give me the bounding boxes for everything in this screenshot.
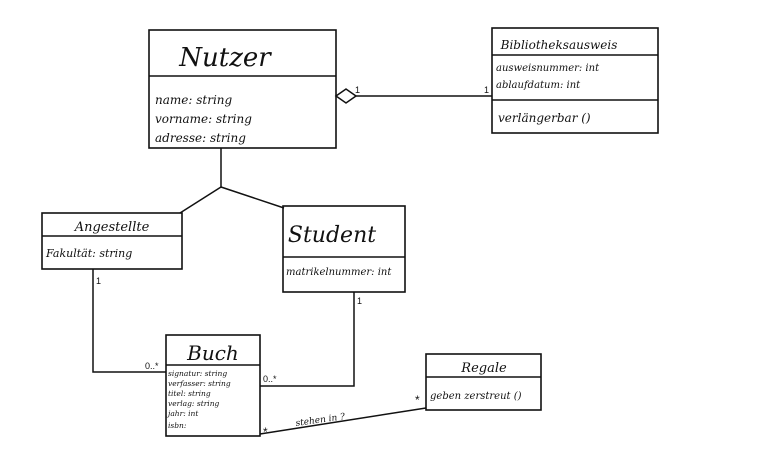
ausweis-attr-2: ablaufdatum: int [496,80,581,91]
ausweis-title: Bibliotheksausweis [500,38,618,52]
nutzer-attr-1: name: string [155,93,233,107]
nutzer-title: Nutzer [178,43,272,73]
regale-title: Regale [460,361,507,376]
student-buch-mult-student: 1 [357,296,362,306]
nutzer-attr-3: adresse: string [155,131,246,145]
angestellte-buch-mult-buch: 0..* [145,361,159,371]
student-buch-mult-buch: 0..* [263,374,277,384]
aggregation-mult-nutzer: 1 [355,85,360,95]
student-box [282,205,406,293]
buch-regale-mult-regale: * [415,393,420,407]
angestellte-box [41,212,183,270]
aggregation-diamond [334,88,358,104]
student-buch-line [260,292,355,387]
class-nutzer: Nutzer name: string vorname: string adre… [148,29,337,149]
student-title: Student [288,223,376,248]
angestellte-attr-1: Fakultät: string [45,247,132,260]
generalization-lines [179,148,285,214]
inheritance-to-angestellte [179,186,222,214]
association-angestellte-buch: 1 0..* [92,269,166,373]
buch-attr-6: isbn: [168,421,187,430]
angestellte-buch-line [92,269,166,373]
association-buch-regale: stehen in ? * * [259,393,427,439]
regale-op-1: geben zerstreut () [430,391,522,402]
student-attr-1: matrikelnummer: int [286,267,392,278]
buch-regale-mult-buch: * [263,425,268,439]
buch-title: Buch [186,341,239,365]
aggregation-nutzer-ausweis: 1 1 [334,85,492,104]
class-student: Student matrikelnummer: int [282,205,406,293]
regale-box [425,353,542,411]
buch-attr-5: jahr: int [166,409,199,418]
nutzer-attr-2: vorname: string [155,112,252,126]
ausweis-box [491,27,659,134]
buch-regale-label: stehen in ? [295,412,346,429]
ausweis-op-1: verlängerbar () [498,111,591,125]
class-bibliotheksausweis: Bibliotheksausweis ausweisnummer: int ab… [491,27,659,134]
buch-attr-3: titel: string [168,389,211,398]
class-buch: Buch signatur: string verfasser: string … [165,334,261,437]
class-angestellte: Angestellte Fakultät: string [41,212,183,270]
buch-attr-4: verlag: string [168,399,220,408]
buch-attr-2: verfasser: string [168,379,231,388]
nutzer-box [148,29,337,149]
ausweis-attr-1: ausweisnummer: int [496,63,600,74]
buch-regale-line [259,407,427,435]
angestellte-title: Angestellte [74,220,150,235]
buch-attr-1: signatur: string [168,369,227,378]
aggregation-mult-ausweis: 1 [484,85,489,95]
class-regale: Regale geben zerstreut () [425,353,542,411]
inheritance-to-student [220,186,285,209]
association-student-buch: 1 0..* [260,292,362,387]
angestellte-buch-mult-angestellte: 1 [96,276,101,286]
